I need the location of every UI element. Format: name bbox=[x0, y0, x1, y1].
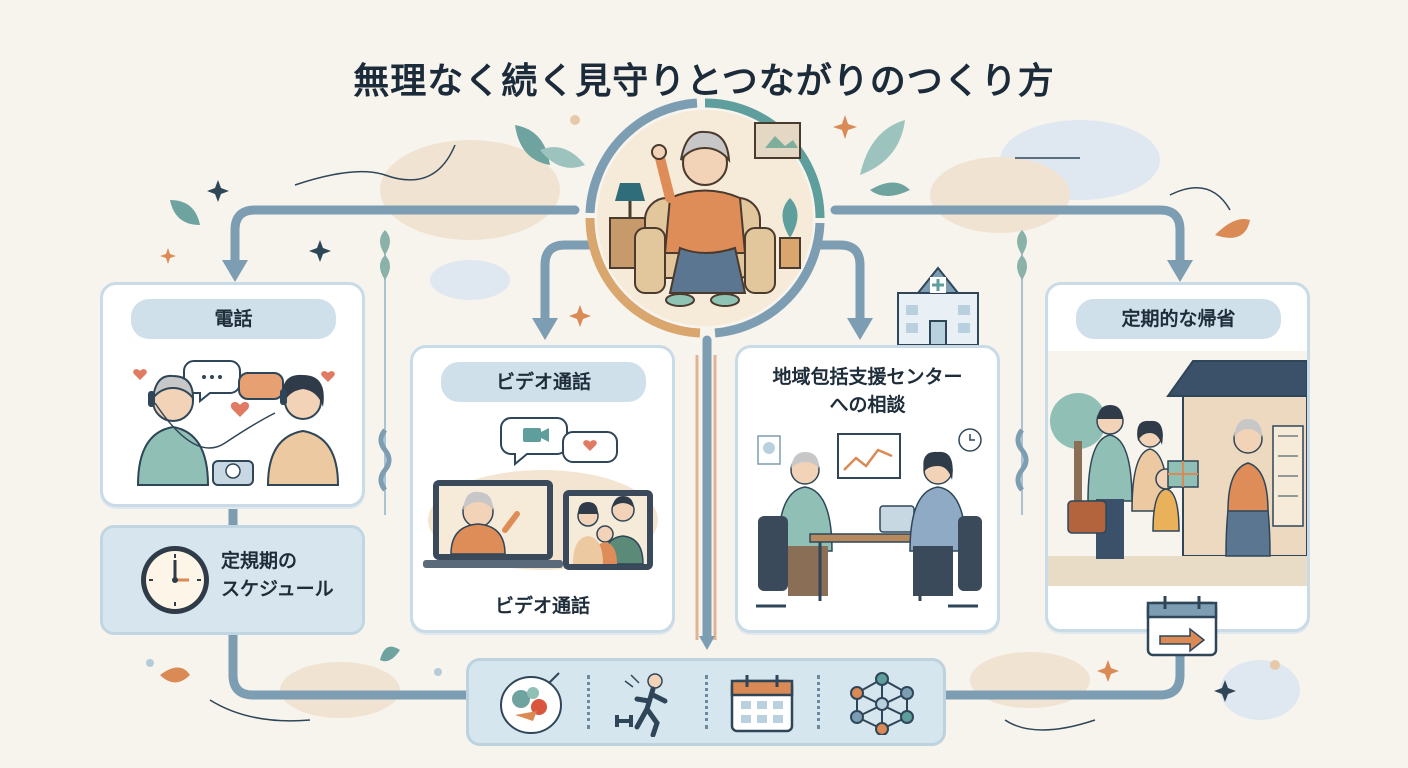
calendar-arrow-icon bbox=[1146, 596, 1218, 657]
divider bbox=[817, 675, 824, 729]
card-regular-visit-label: 定期的な帰省 bbox=[1076, 299, 1281, 339]
card-community-center-label-line1: 地域包括支援センター bbox=[772, 366, 963, 388]
phone-call-couple-icon bbox=[133, 360, 340, 486]
elderly-woman-center-icon bbox=[585, 98, 825, 338]
card-community-center: 地域包括支援センター への相談 bbox=[735, 345, 1000, 633]
card-phone: 電話 bbox=[100, 282, 365, 507]
card-video-call-caption: ビデオ通話 bbox=[494, 595, 590, 617]
consultation-meeting-icon bbox=[756, 428, 982, 608]
healthy-food-icon bbox=[500, 672, 562, 734]
schedule-label-line2: スケジュール bbox=[221, 578, 334, 600]
hospital-icon bbox=[897, 266, 979, 346]
bottom-lifestyle-bar bbox=[466, 658, 946, 746]
divider bbox=[705, 675, 712, 729]
schedule-label-line1: 定規期の bbox=[221, 550, 298, 572]
card-phone-label: 電話 bbox=[131, 299, 336, 339]
clock-icon bbox=[141, 546, 209, 614]
card-regular-visit: 定期的な帰省 bbox=[1045, 282, 1310, 632]
schedule-box: 定規期の スケジュール bbox=[100, 525, 365, 635]
calendar-icon bbox=[730, 675, 794, 733]
divider bbox=[587, 675, 594, 729]
card-video-call: ビデオ通話 ビデオ通話 bbox=[410, 345, 675, 633]
family-visit-home-icon bbox=[1048, 351, 1307, 586]
page-title: 無理なく続く見守りとつながりのつくり方 bbox=[353, 61, 1055, 103]
video-call-laptop-tablet-icon bbox=[423, 417, 658, 570]
network-icon bbox=[850, 672, 914, 735]
card-video-call-label: ビデオ通話 bbox=[441, 362, 646, 402]
card-community-center-label-line2: への相談 bbox=[829, 394, 906, 416]
exercise-icon bbox=[615, 673, 668, 737]
